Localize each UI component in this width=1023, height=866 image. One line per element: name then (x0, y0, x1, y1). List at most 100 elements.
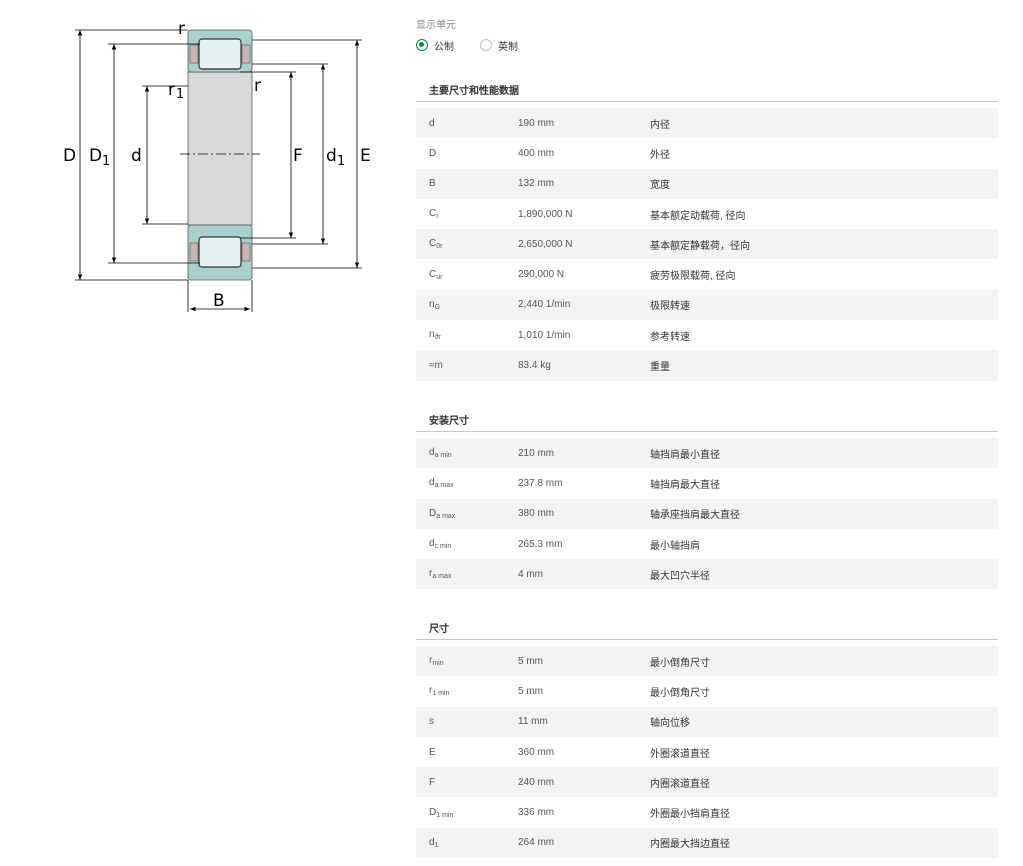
value-cell: 5 mm (518, 655, 543, 667)
symbol-cell: da min (416, 447, 518, 459)
value-cell: 132 mm (518, 178, 555, 190)
description-cell: 基本额定静载荷，径向 (650, 240, 750, 252)
label-E: E (360, 146, 371, 166)
imperial-radio[interactable]: 英制 (480, 38, 518, 53)
description-cell: 外径 (650, 149, 670, 161)
value-cell: 265.3 mm (518, 538, 563, 550)
symbol-subscript: a min (434, 452, 452, 460)
description-cell: 疲劳极限载荷, 径向 (650, 271, 736, 283)
symbol-cell: E (416, 747, 518, 758)
symbol-text: C (429, 268, 437, 280)
metric-radio[interactable]: 公制 (416, 38, 454, 53)
symbol-subscript: 1 min (432, 690, 450, 698)
symbol-cell: Cr (416, 208, 518, 220)
symbol-subscript: a max (434, 482, 454, 490)
symbol-cell: dc min (416, 538, 518, 550)
section-title: 尺寸 (416, 621, 998, 640)
symbol-text: d (429, 447, 435, 459)
value-cell: 237.8 mm (518, 477, 563, 489)
label-F: F (293, 146, 303, 166)
section-title: 安装尺寸 (416, 413, 998, 432)
value-cell: 2,440 1/min (518, 299, 571, 311)
label-d1: d (326, 146, 337, 166)
description-cell: 内径 (650, 119, 670, 131)
value-cell: 4 mm (518, 568, 543, 580)
symbol-text: r (429, 568, 433, 580)
description-cell: 最大凹穴半径 (650, 570, 710, 582)
value-cell: 210 mm (518, 447, 555, 459)
label-d1-sub: 1 (337, 154, 345, 169)
description-cell: 内圈滚道直径 (650, 778, 710, 790)
symbol-text: d (429, 477, 435, 489)
symbol-subscript: ur (436, 273, 443, 281)
description-cell: 轴挡肩最小直径 (650, 449, 720, 461)
symbol-text: D (429, 806, 437, 818)
symbol-cell: s (416, 716, 518, 727)
symbol-text: F (429, 776, 436, 788)
description-cell: 轴承座挡肩最大直径 (650, 510, 740, 522)
symbol-subscript: c min (434, 543, 452, 551)
symbol-cell: da max (416, 477, 518, 489)
bearing-cross-section-diagram: r r 1 r D D 1 d F d 1 E B (63, 19, 371, 312)
value-cell: 290,000 N (518, 269, 565, 281)
roller-top (198, 38, 242, 70)
imperial-radio-indicator[interactable] (480, 39, 492, 51)
symbol-text: C (429, 208, 437, 220)
table-row: C0r 2,650,000 N 基本额定静载荷，径向 (416, 229, 998, 260)
symbol-cell: D (416, 148, 518, 159)
value-cell: 336 mm (518, 807, 555, 819)
description-cell: 最小轴挡肩 (650, 540, 700, 552)
metric-radio-label: 公制 (434, 41, 454, 53)
symbol-cell: d1 (416, 837, 518, 849)
symbol-subscript: a max (436, 512, 456, 520)
symbol-subscript: G (434, 303, 441, 311)
metric-radio-indicator[interactable] (416, 39, 428, 51)
description-cell: 轴挡肩最大直径 (650, 479, 720, 491)
description-cell: 外圈最小挡肩直径 (650, 809, 730, 821)
description-cell: 参考转速 (650, 331, 690, 343)
symbol-cell: r1 min (416, 685, 518, 697)
display-unit-label: 显示单元 (416, 20, 456, 31)
symbol-text: n (429, 298, 435, 310)
roller-bottom (198, 236, 242, 268)
symbol-cell: B (416, 178, 518, 189)
symbol-cell: nG (416, 299, 518, 311)
description-cell: 最小倒角尺寸 (650, 687, 710, 699)
label-r-top: r (178, 19, 185, 39)
value-cell: 2,650,000 N (518, 238, 573, 250)
symbol-text: d (429, 836, 435, 848)
value-cell: 264 mm (518, 837, 555, 849)
value-cell: 1,010 1/min (518, 329, 571, 341)
symbol-cell: Cur (416, 269, 518, 281)
symbol-text: E (429, 746, 436, 758)
label-r-inner: r (254, 76, 261, 96)
value-cell: 83.4 kg (518, 360, 551, 372)
symbol-text: r (429, 685, 433, 697)
symbol-text: C (429, 238, 437, 250)
symbol-cell: D1 min (416, 807, 518, 819)
description-cell: 外圈滚道直径 (650, 748, 710, 760)
imperial-radio-label: 英制 (498, 41, 518, 53)
description-cell: 最小倒角尺寸 (650, 657, 710, 669)
symbol-subscript: 0r (436, 243, 443, 251)
symbol-subscript: 1 (434, 841, 439, 849)
symbol-subscript: min (432, 660, 444, 668)
section-title: 主要尺寸和性能数据 (416, 83, 998, 102)
description-cell: 重量 (650, 362, 670, 374)
description-cell: 内圈最大挡边直径 (650, 839, 730, 851)
symbol-text: n (429, 329, 435, 341)
